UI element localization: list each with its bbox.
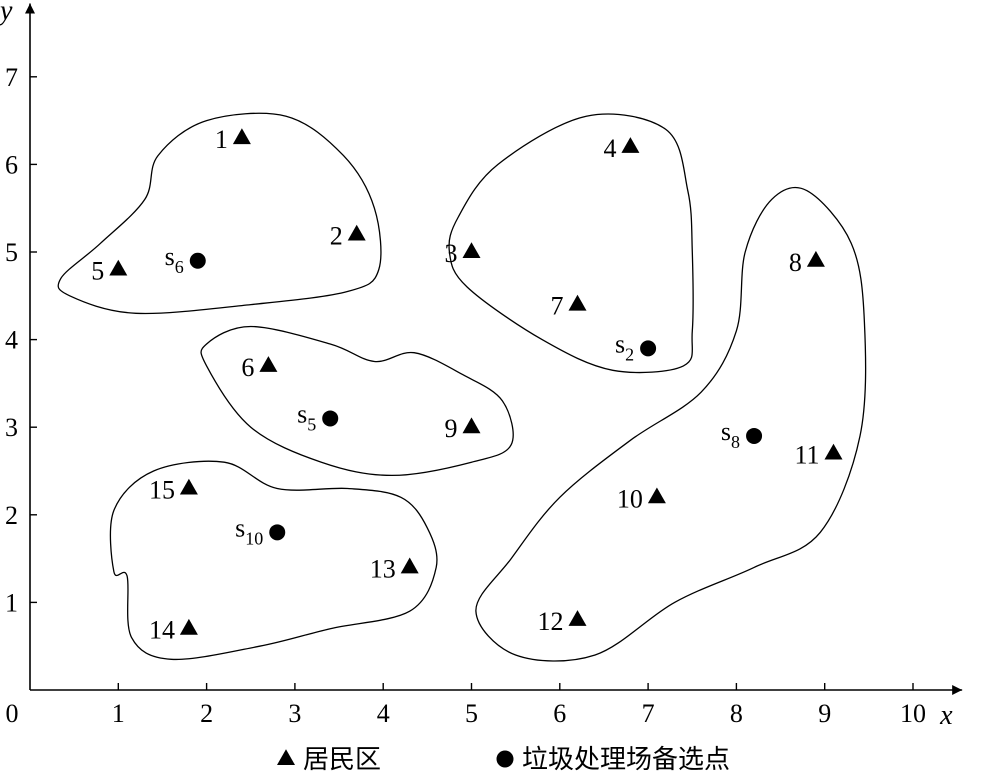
x-tick-label: 3 <box>288 699 301 728</box>
x-tick-label: 1 <box>112 699 125 728</box>
residential-marker-14 <box>179 618 198 635</box>
residential-marker-13 <box>400 557 419 574</box>
x-tick-label: 4 <box>377 699 390 728</box>
candidate-site-label-2: s2 <box>615 329 634 364</box>
cluster-region-3 <box>200 325 514 477</box>
residential-label-4: 4 <box>603 134 616 163</box>
residential-label-14: 14 <box>149 616 175 645</box>
legend-label-1: 居民区 <box>303 745 381 775</box>
residential-marker-1 <box>232 128 251 145</box>
residential-marker-8 <box>806 250 825 267</box>
residential-label-5: 5 <box>91 257 104 286</box>
x-tick-label: 10 <box>900 699 926 728</box>
residential-marker-6 <box>259 356 278 372</box>
residential-label-10: 10 <box>617 484 643 513</box>
residential-label-11: 11 <box>794 440 819 469</box>
x-tick-label: 7 <box>642 699 655 728</box>
residential-marker-4 <box>621 137 640 153</box>
candidate-site-label-5: s5 <box>297 399 316 434</box>
residential-marker-5 <box>109 259 128 276</box>
axes: x y <box>0 0 963 731</box>
x-tick-label: 2 <box>200 699 213 728</box>
residential-marker-11 <box>824 443 843 460</box>
candidate-site-marker-5 <box>322 410 339 427</box>
x-axis-label: x <box>939 700 953 731</box>
cluster-region-5 <box>109 460 438 661</box>
legend-label-2: 垃圾处理场备选点 <box>522 745 730 775</box>
residential-label-13: 13 <box>370 554 396 583</box>
x-tick-label: 0 <box>6 699 19 728</box>
legend-triangle-icon <box>277 749 295 765</box>
residential-label-1: 1 <box>215 125 228 154</box>
residential-label-15: 15 <box>149 476 175 505</box>
residential-label-6: 6 <box>241 353 254 382</box>
candidate-site-label-6: s6 <box>165 242 184 277</box>
residential-marker-9 <box>462 417 481 434</box>
candidate-site-marker-8 <box>746 427 763 444</box>
cluster-regions <box>57 112 867 662</box>
candidate-site-label-8: s8 <box>721 417 740 452</box>
residential-label-3: 3 <box>445 239 458 268</box>
y-axis-label: y <box>0 0 13 26</box>
residential-label-7: 7 <box>550 292 563 321</box>
residential-marker-3 <box>462 242 481 258</box>
y-tick-label: 5 <box>5 238 18 267</box>
residential-marker-10 <box>647 487 666 504</box>
y-tick-label: 7 <box>5 63 18 92</box>
residential-marker-2 <box>347 224 366 241</box>
residential-marker-12 <box>568 610 587 626</box>
cluster-region-2 <box>448 113 694 374</box>
residential-label-12: 12 <box>537 607 563 636</box>
candidate-site-marker-10 <box>269 524 286 541</box>
residential-label-9: 9 <box>445 414 458 443</box>
x-tick-label: 9 <box>818 699 831 728</box>
x-tick-label: 5 <box>465 699 478 728</box>
y-tick-label: 2 <box>5 501 18 530</box>
residential-marker-15 <box>179 478 198 495</box>
cluster-region-4 <box>475 186 867 662</box>
residential-label-2: 2 <box>330 221 343 250</box>
candidate-site-marker-2 <box>640 340 657 357</box>
y-tick-label: 3 <box>5 413 18 442</box>
x-tick-label: 8 <box>730 699 743 728</box>
x-tick-label: 6 <box>553 699 566 728</box>
y-tick-label: 1 <box>5 588 18 617</box>
y-tick-label: 4 <box>5 326 18 355</box>
candidate-site-marker-6 <box>189 252 206 269</box>
y-tick-label: 6 <box>5 150 18 179</box>
legend: 居民区 垃圾处理场备选点 <box>277 745 730 775</box>
cluster-region-1 <box>57 112 382 315</box>
residential-label-8: 8 <box>789 248 802 277</box>
candidate-site-label-10: s10 <box>235 513 263 548</box>
residential-marker-7 <box>568 294 587 311</box>
legend-circle-icon <box>496 750 514 768</box>
